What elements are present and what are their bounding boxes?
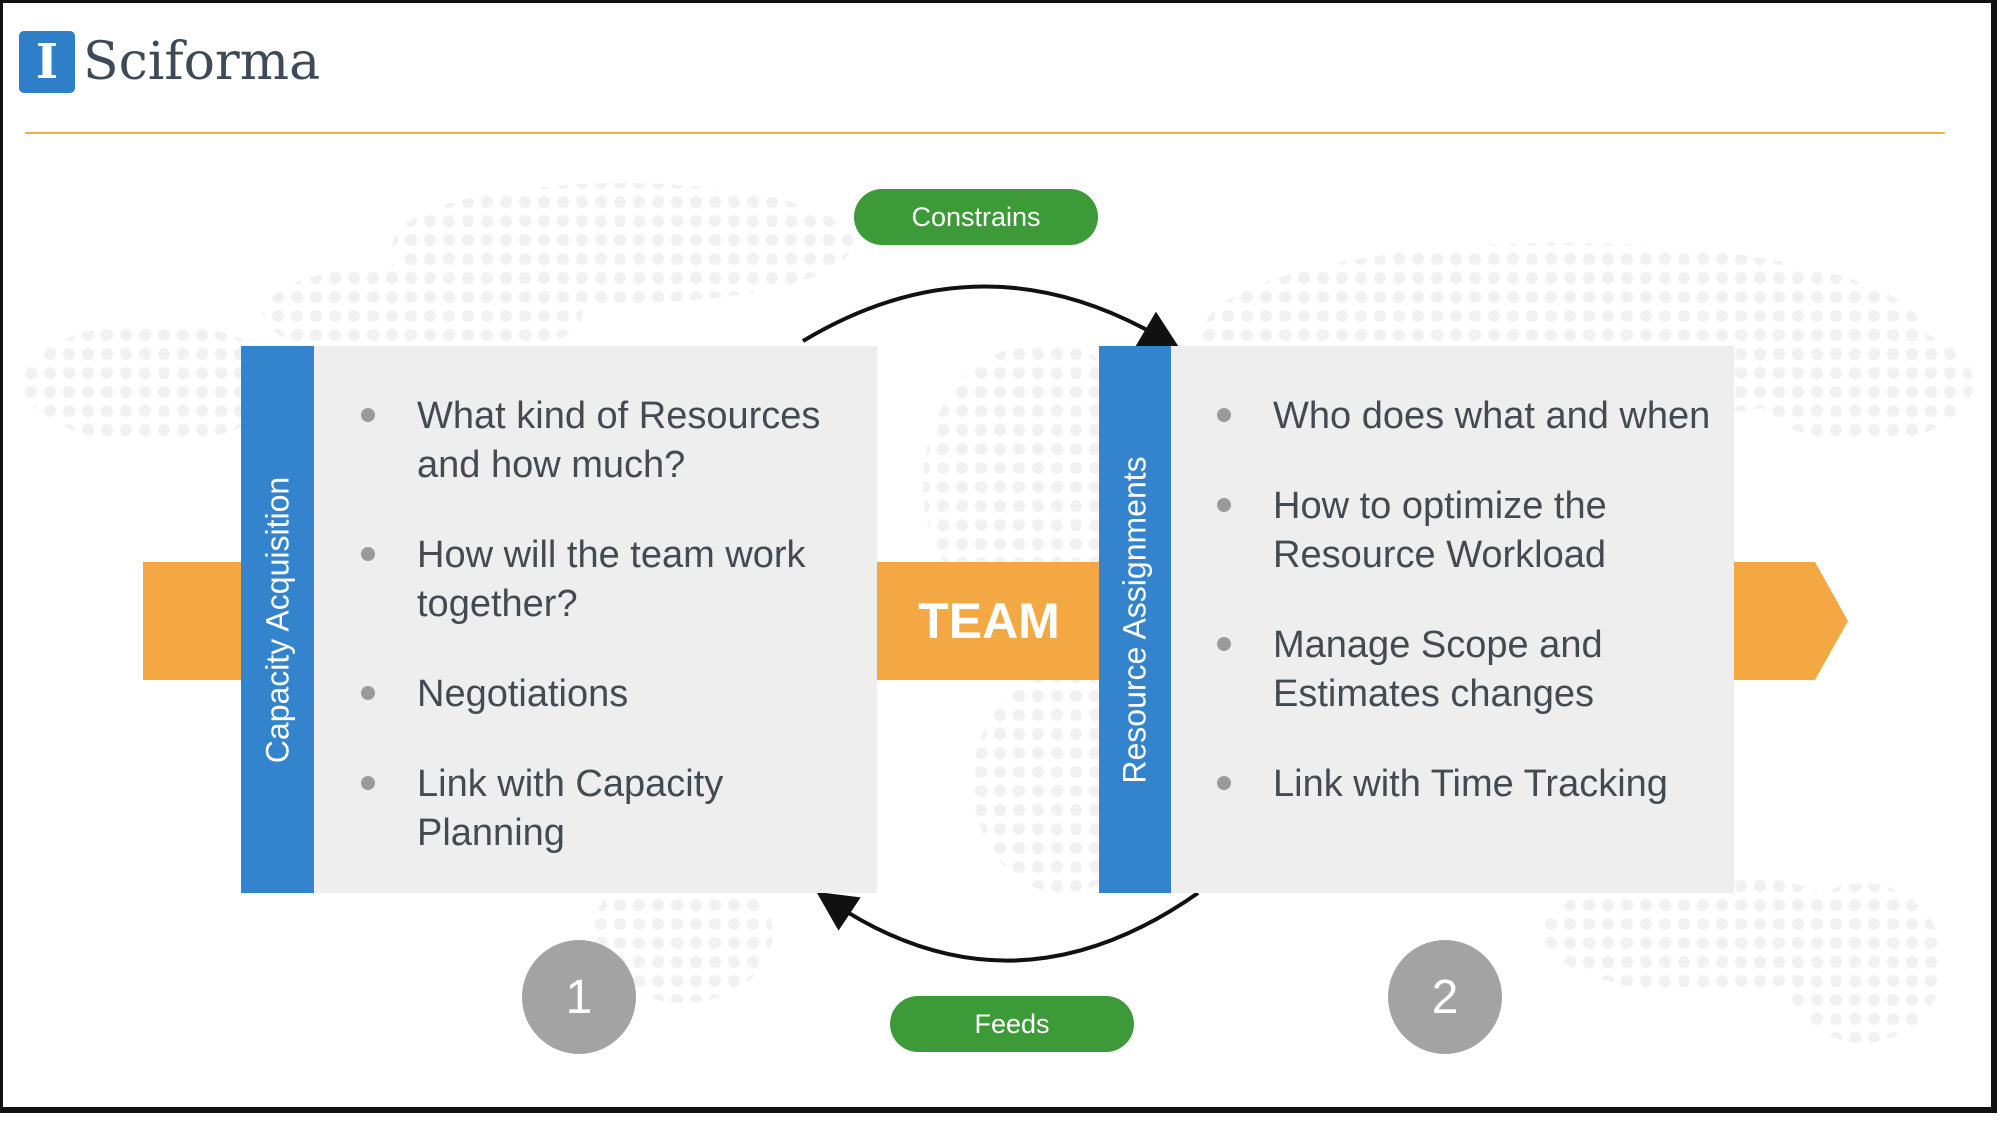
list-item: How to optimize the Resource Workload [1217, 482, 1727, 580]
team-label: TEAM [918, 593, 1060, 649]
list-item: Link with Time Tracking [1217, 760, 1727, 809]
list-item: Manage Scope and Estimates changes [1217, 621, 1727, 719]
capacity-acquisition-list: What kind of Resources and how much? How… [361, 392, 861, 899]
bullet-icon [361, 686, 375, 700]
list-item: Negotiations [361, 670, 861, 719]
bullet-icon [1217, 498, 1231, 512]
bullet-icon [361, 776, 375, 790]
list-item: Link with Capacity Planning [361, 760, 861, 858]
capacity-acquisition-tab: Capacity Acquisition [241, 346, 314, 893]
capacity-acquisition-title: Capacity Acquisition [259, 476, 295, 763]
resource-assignments-panel [1171, 346, 1734, 893]
sciforma-logo: I Sciforma [19, 29, 320, 95]
bullet-icon [361, 408, 375, 422]
resource-assignments-title: Resource Assignments [1116, 455, 1153, 784]
bullet-icon [1217, 408, 1231, 422]
capacity-acquisition-panel [314, 346, 877, 893]
resource-assignments-list: Who does what and when How to optimize t… [1217, 392, 1727, 850]
resource-assignments-tab: Resource Assignments [1099, 346, 1171, 893]
bullet-icon [361, 547, 375, 561]
list-item: How will the team work together? [361, 531, 861, 629]
list-item: Who does what and when [1217, 392, 1727, 441]
bullet-icon [1217, 637, 1231, 651]
logo-wordmark: Sciforma [83, 32, 321, 92]
header-divider [25, 132, 1945, 134]
feeds-label: Feeds [890, 996, 1134, 1052]
cycle-arrows [801, 284, 1200, 963]
bullet-icon [1217, 776, 1231, 790]
constrains-label: Constrains [854, 189, 1098, 245]
list-item: What kind of Resources and how much? [361, 392, 861, 490]
logo-mark-icon: I [19, 31, 75, 93]
step-number-2: 2 [1388, 940, 1502, 1054]
step-number-1: 1 [522, 940, 636, 1054]
